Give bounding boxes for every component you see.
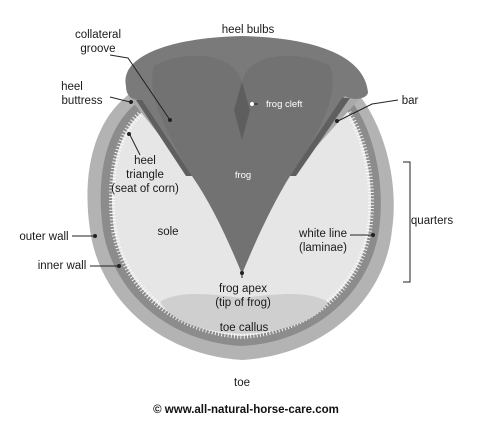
label-heel-bulbs: heel bulbs <box>222 24 275 36</box>
leader-dot-heel-buttress <box>129 100 133 104</box>
label-frog-apex-line2: (tip of frog) <box>215 297 271 309</box>
label-outer-wall: outer wall <box>19 231 68 243</box>
label-heel-buttress-line2: buttress <box>62 95 103 107</box>
label-inner-wall: inner wall <box>38 260 87 272</box>
label-collateral-groove-line2: groove <box>80 43 115 55</box>
leader-dot-inner-wall <box>117 264 121 268</box>
label-frog-apex-line1: frog apex <box>219 283 267 295</box>
label-heel-triangle-line2: triangle <box>126 169 164 181</box>
leader-heel-triangle <box>129 134 141 156</box>
frog-shape <box>152 55 333 274</box>
label-white-line-line2: (laminae) <box>299 242 347 254</box>
leader-dot-bar <box>335 119 339 123</box>
label-frog-cleft: frog cleft <box>266 99 303 110</box>
toe-callus-shape <box>160 294 328 334</box>
label-heel-triangle-line1: heel <box>134 155 156 167</box>
leader-collateral-groove <box>109 54 171 121</box>
label-sole: sole <box>157 226 178 238</box>
label-collateral-groove-line1: collateral <box>75 29 121 41</box>
label-toe: toe <box>234 377 250 389</box>
label-quarters: quarters <box>411 215 453 227</box>
leader-dot-frog-cleft <box>250 102 254 106</box>
leader-dot-frog-apex <box>240 271 244 275</box>
label-white-line-line1: white line <box>298 228 347 240</box>
leader-dot-collateral-groove <box>168 118 172 122</box>
leader-bar <box>337 99 399 122</box>
collateral-groove-right <box>290 98 350 176</box>
leader-heel-buttress <box>109 96 131 103</box>
label-heel-buttress-line1: heel <box>61 81 83 93</box>
copyright-text: © www.all-natural-horse-care.com <box>153 404 339 416</box>
collateral-groove-left <box>136 100 192 176</box>
label-bar: bar <box>402 95 419 107</box>
leader-dot-heel-triangle <box>127 132 131 136</box>
frog-cleft-shape <box>234 82 250 140</box>
white-line-ticks <box>108 109 374 340</box>
quarters-bracket <box>403 161 411 283</box>
leader-lines <box>72 54 411 283</box>
leader-dot-outer-wall <box>93 234 97 238</box>
leader-dot-white-line <box>371 233 375 237</box>
label-frog: frog <box>235 170 251 181</box>
label-heel-triangle-line3: (seat of corn) <box>111 183 179 195</box>
label-toe-callus: toe callus <box>220 322 269 334</box>
